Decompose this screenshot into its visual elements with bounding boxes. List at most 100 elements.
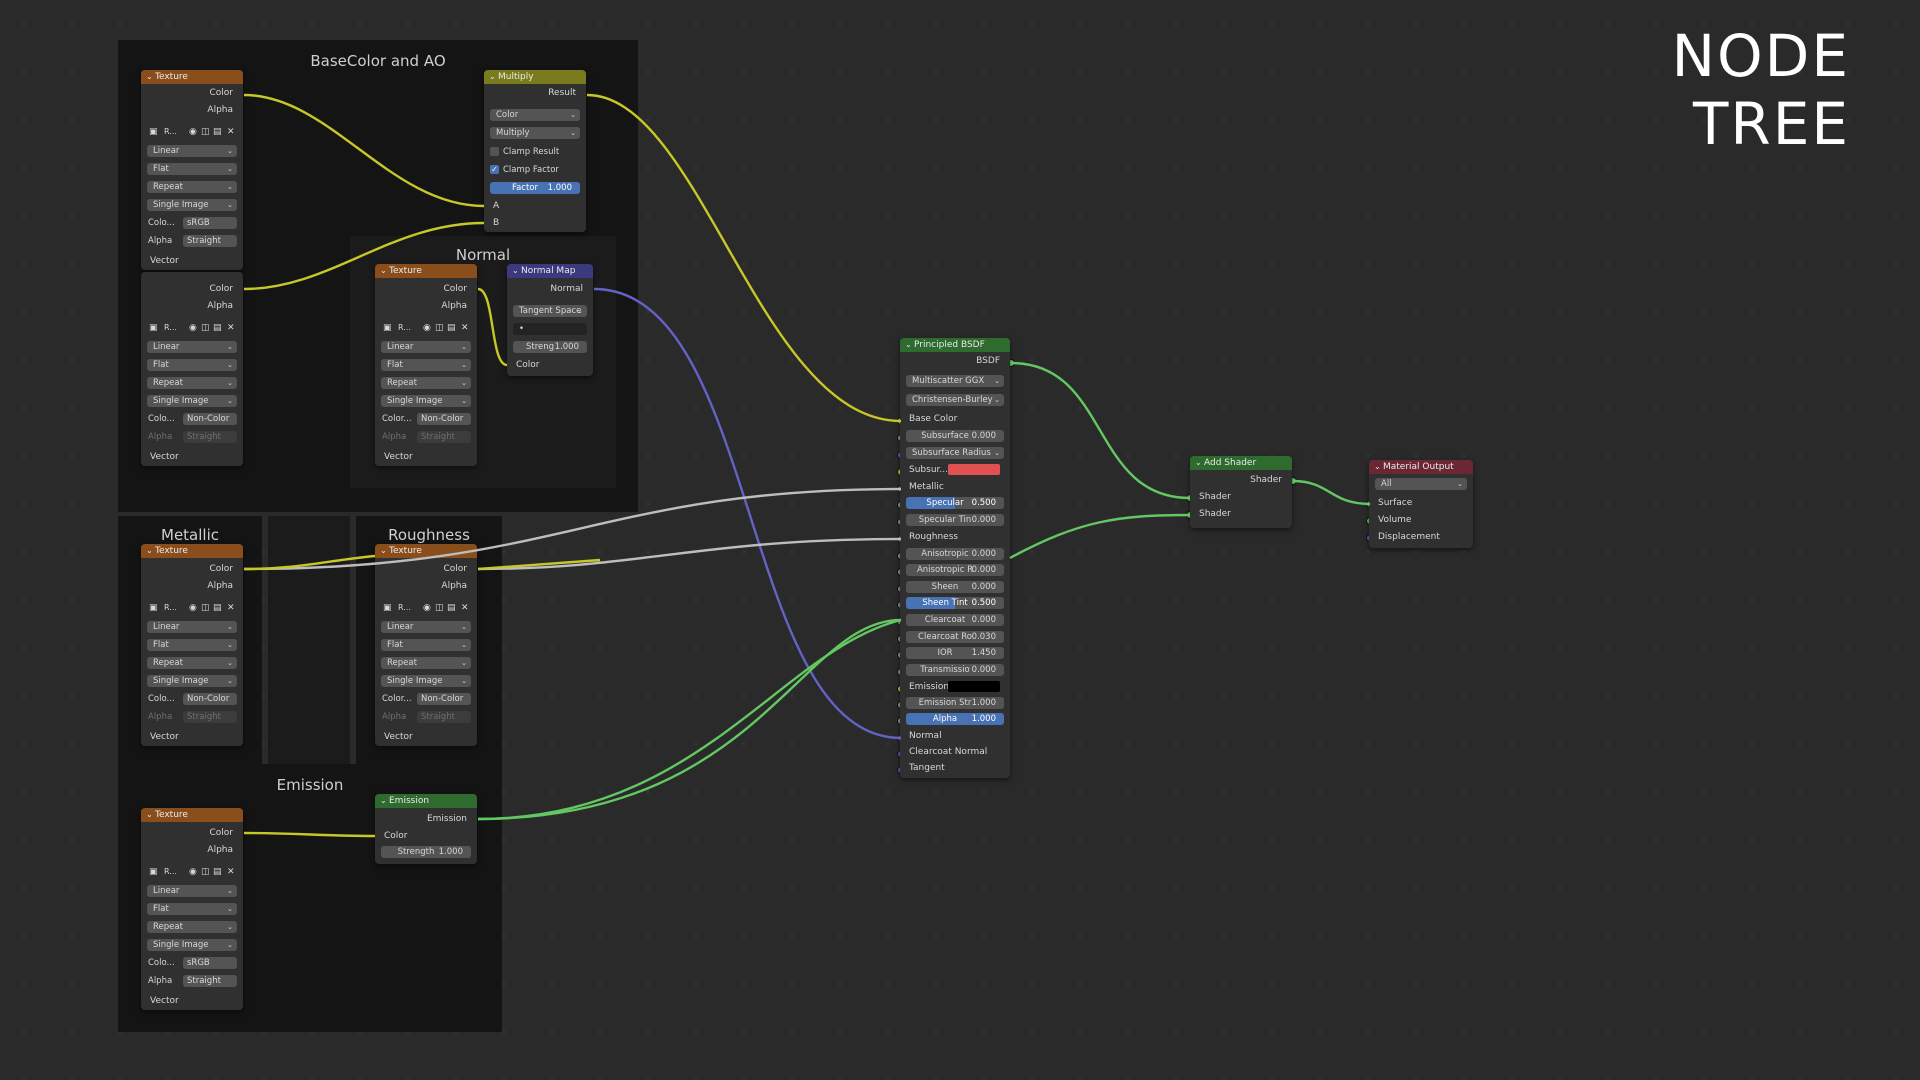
- source-dropdown[interactable]: Single Image⌄: [147, 675, 237, 687]
- image-icon[interactable]: ▣: [149, 867, 158, 877]
- colorspace-dropdown[interactable]: Non-Color: [183, 413, 237, 425]
- open-folder-icon[interactable]: ▤: [447, 323, 456, 333]
- texture-node-metallic[interactable]: ⌄Texture Color Alpha ▣ R... ◉ ◫ ▤ ✕ Line…: [141, 544, 243, 746]
- node-header[interactable]: ⌄Principled BSDF: [900, 338, 1010, 352]
- subsurface-color-swatch[interactable]: [948, 464, 1000, 475]
- interpolation-dropdown[interactable]: Linear⌄: [147, 885, 237, 897]
- interpolation-dropdown[interactable]: Linear⌄: [147, 621, 237, 633]
- blend-mode-dropdown[interactable]: Multiply⌄: [490, 127, 580, 139]
- node-header[interactable]: ⌄Texture: [375, 544, 477, 558]
- material-output-node[interactable]: ⌄Material Output All⌄ Surface Volume Dis…: [1369, 460, 1473, 548]
- interpolation-dropdown[interactable]: Linear⌄: [381, 621, 471, 633]
- subsurface-radius-dropdown[interactable]: Subsurface Radius⌄: [906, 447, 1004, 459]
- projection-dropdown[interactable]: Flat⌄: [381, 639, 471, 651]
- chevron-down-icon[interactable]: ⌄: [146, 810, 153, 819]
- open-folder-icon[interactable]: ▤: [213, 867, 222, 877]
- texture-node-roughness[interactable]: ⌄Texture Color Alpha ▣ R... ◉ ◫ ▤ ✕ Line…: [375, 544, 477, 746]
- open-folder-icon[interactable]: ▤: [213, 603, 222, 613]
- chevron-down-icon[interactable]: ⌄: [1374, 462, 1381, 471]
- clamp-factor-checkbox[interactable]: ✓Clamp Factor: [490, 165, 559, 175]
- new-image-icon[interactable]: ◫: [435, 323, 444, 333]
- image-icon[interactable]: ▣: [149, 127, 158, 137]
- chevron-down-icon[interactable]: ⌄: [380, 546, 387, 555]
- chevron-down-icon[interactable]: ⌄: [905, 340, 912, 349]
- chevron-down-icon[interactable]: ⌄: [380, 796, 387, 805]
- multiply-node[interactable]: ⌄Multiply Result Color⌄ Multiply⌄ Clamp …: [484, 70, 586, 232]
- source-dropdown[interactable]: Single Image⌄: [381, 675, 471, 687]
- open-folder-icon[interactable]: ▤: [213, 127, 222, 137]
- chevron-down-icon[interactable]: ⌄: [512, 266, 519, 275]
- fake-user-icon[interactable]: ◉: [189, 127, 197, 137]
- emission-color-swatch[interactable]: [948, 681, 1000, 692]
- open-folder-icon[interactable]: ▤: [213, 323, 222, 333]
- projection-dropdown[interactable]: Flat⌄: [147, 639, 237, 651]
- image-icon[interactable]: ▣: [149, 323, 158, 333]
- image-icon[interactable]: ▣: [149, 603, 158, 613]
- extension-dropdown[interactable]: Repeat⌄: [381, 657, 471, 669]
- node-header[interactable]: ⌄Normal Map: [507, 264, 593, 278]
- clamp-result-checkbox[interactable]: Clamp Result: [490, 146, 559, 158]
- projection-dropdown[interactable]: Flat⌄: [147, 163, 237, 175]
- extension-dropdown[interactable]: Repeat⌄: [381, 377, 471, 389]
- colorspace-dropdown[interactable]: sRGB: [183, 217, 237, 229]
- node-header[interactable]: ⌄Material Output: [1369, 460, 1473, 474]
- colorspace-dropdown[interactable]: Non-Color: [417, 413, 471, 425]
- texture-node-emission[interactable]: ⌄Texture Color Alpha ▣ R... ◉ ◫ ▤ ✕ Line…: [141, 808, 243, 1010]
- image-selector[interactable]: ▣ R... ◉ ◫ ▤ ✕: [147, 866, 237, 878]
- interpolation-dropdown[interactable]: Linear⌄: [147, 341, 237, 353]
- node-header[interactable]: ⌄Emission: [375, 794, 477, 808]
- close-icon[interactable]: ✕: [227, 603, 235, 613]
- close-icon[interactable]: ✕: [461, 323, 469, 333]
- add-shader-node[interactable]: ⌄Add Shader Shader Shader Shader: [1190, 456, 1292, 528]
- texture-node-ao[interactable]: Color Alpha ▣ R... ◉ ◫ ▤ ✕ Linear⌄ Flat⌄…: [141, 272, 243, 466]
- fake-user-icon[interactable]: ◉: [189, 603, 197, 613]
- node-header[interactable]: ⌄Multiply: [484, 70, 586, 84]
- extension-dropdown[interactable]: Repeat⌄: [147, 657, 237, 669]
- uv-map-field[interactable]: •: [513, 323, 587, 335]
- chevron-down-icon[interactable]: ⌄: [1195, 458, 1202, 467]
- chevron-down-icon[interactable]: ⌄: [380, 266, 387, 275]
- new-image-icon[interactable]: ◫: [201, 323, 210, 333]
- new-image-icon[interactable]: ◫: [201, 127, 210, 137]
- interpolation-dropdown[interactable]: Linear⌄: [147, 145, 237, 157]
- alpha-mode-dropdown[interactable]: Straight: [183, 235, 237, 247]
- projection-dropdown[interactable]: Flat⌄: [147, 903, 237, 915]
- alpha-mode-dropdown[interactable]: Straight: [183, 975, 237, 987]
- source-dropdown[interactable]: Single Image⌄: [147, 395, 237, 407]
- fake-user-icon[interactable]: ◉: [423, 603, 431, 613]
- data-type-dropdown[interactable]: Color⌄: [490, 109, 580, 121]
- space-dropdown[interactable]: Tangent Space⌄: [513, 305, 587, 317]
- chevron-down-icon[interactable]: ⌄: [489, 72, 496, 81]
- colorspace-dropdown[interactable]: Non-Color: [417, 693, 471, 705]
- image-icon[interactable]: ▣: [383, 323, 392, 333]
- subsurface-method-dropdown[interactable]: Christensen-Burley⌄: [906, 394, 1004, 406]
- image-selector[interactable]: ▣ R... ◉ ◫ ▤ ✕: [381, 602, 471, 614]
- node-header[interactable]: ⌄Add Shader: [1190, 456, 1292, 470]
- fake-user-icon[interactable]: ◉: [189, 867, 197, 877]
- open-folder-icon[interactable]: ▤: [447, 603, 456, 613]
- interpolation-dropdown[interactable]: Linear⌄: [381, 341, 471, 353]
- source-dropdown[interactable]: Single Image⌄: [147, 939, 237, 951]
- extension-dropdown[interactable]: Repeat⌄: [147, 921, 237, 933]
- close-icon[interactable]: ✕: [227, 867, 235, 877]
- image-selector[interactable]: ▣ R... ◉ ◫ ▤ ✕: [147, 322, 237, 334]
- image-selector[interactable]: ▣ R... ◉ ◫ ▤ ✕: [147, 126, 237, 138]
- node-header[interactable]: ⌄Texture: [141, 808, 243, 822]
- source-dropdown[interactable]: Single Image⌄: [381, 395, 471, 407]
- projection-dropdown[interactable]: Flat⌄: [147, 359, 237, 371]
- checkbox-box[interactable]: [490, 147, 499, 156]
- new-image-icon[interactable]: ◫: [435, 603, 444, 613]
- image-selector[interactable]: ▣ R... ◉ ◫ ▤ ✕: [381, 322, 471, 334]
